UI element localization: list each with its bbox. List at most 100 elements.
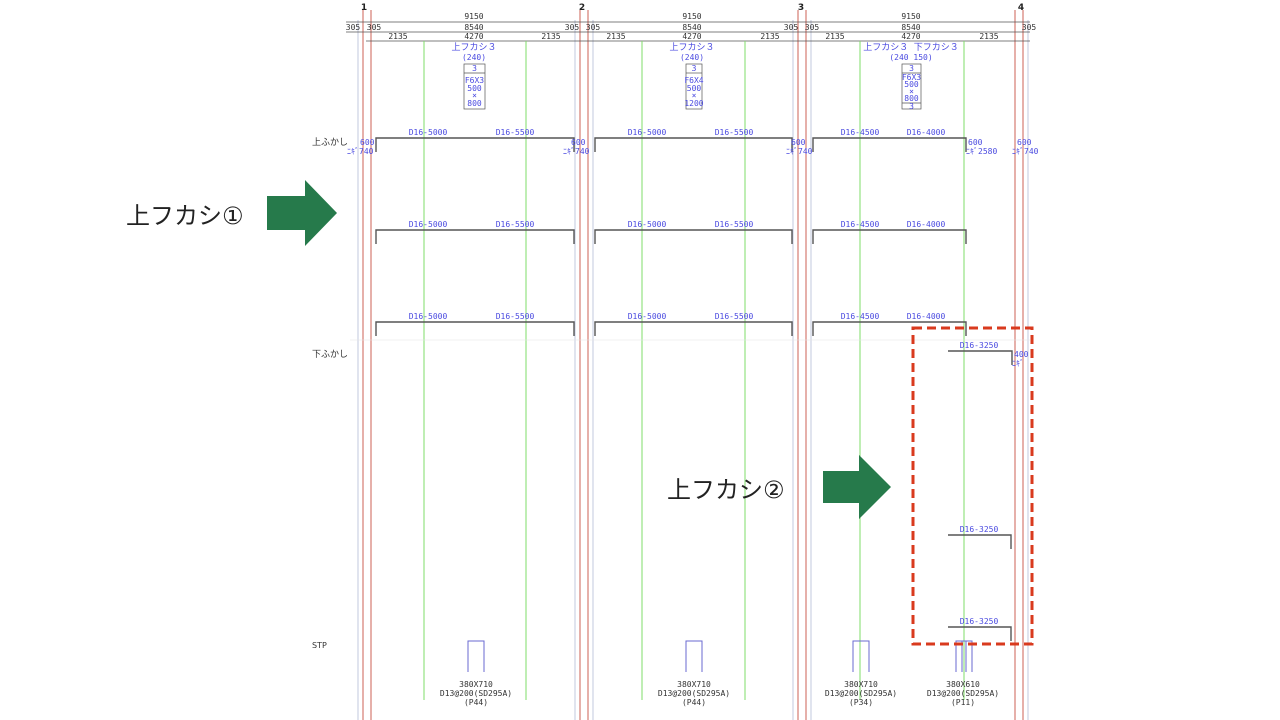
- row-label-lower: 下ふかし: [312, 349, 348, 360]
- section-text: F6X3: [902, 73, 921, 82]
- dim-offset: 305: [586, 23, 601, 32]
- section-box-3: 3 F6X3 500 × 800 3: [901, 63, 922, 111]
- dim-sub-left-3: 2135: [825, 32, 844, 41]
- dim-span-1: 9150: [464, 12, 483, 21]
- anchorage-label: ﾆｷﾞ740: [786, 147, 813, 156]
- upper-rebar-rows: [375, 137, 967, 336]
- anchorage-label: ﾆｷﾞ: [1012, 359, 1024, 368]
- stirrup-size: 380X710: [677, 680, 711, 689]
- grid-lines-faint: [357, 20, 1029, 720]
- dim-span-2: 9150: [682, 12, 701, 21]
- section-text: 800: [904, 94, 919, 103]
- anchorage-label: 600: [968, 138, 983, 147]
- stirrup-labels: 380X710 D13@200(SD295A) (P44) 380X710 D1…: [440, 680, 999, 707]
- section-box-2: 3 F6X4 500 × 1200: [684, 63, 704, 110]
- section-text: ×: [692, 91, 697, 100]
- lower-rebar-label: D16-3250: [960, 617, 999, 626]
- stirrup-ref: (P11): [951, 698, 975, 707]
- arrow-icon-2: [823, 455, 891, 519]
- arrow-icon-1: [267, 180, 337, 246]
- grid-number-2: 2: [579, 3, 585, 13]
- center-lines: [423, 41, 965, 700]
- dimension-lines: [346, 21, 1030, 42]
- section-text: 1200: [684, 99, 703, 108]
- rebar-label: D16-4500: [841, 312, 880, 321]
- dim-inner-2: 8540: [682, 23, 701, 32]
- beam-title-1: 上フカシ３: [451, 42, 496, 53]
- section-text: 3: [909, 102, 914, 111]
- section-text: 800: [467, 99, 482, 108]
- stirrup-spec: D13@200(SD295A): [440, 689, 512, 698]
- beam-title-sub-3: (240 150): [889, 53, 932, 62]
- stirrup-spec: D13@200(SD295A): [658, 689, 730, 698]
- dim-offset: 305: [346, 23, 361, 32]
- rebar-label: D16-5000: [409, 312, 448, 321]
- rebar-label: D16-4000: [907, 220, 946, 229]
- rebar-label: D16-4000: [907, 312, 946, 321]
- annotation-label-2: 上フカシ②: [667, 476, 785, 504]
- dim-sub-mid-1: 4270: [464, 32, 483, 41]
- section-text: 500: [687, 84, 702, 93]
- dim-span-3: 9150: [901, 12, 920, 21]
- grid-number-4: 4: [1018, 3, 1024, 13]
- grid-number-3: 3: [798, 3, 804, 13]
- rebar-label: D16-5500: [715, 128, 754, 137]
- anchorage-label: ﾆｷﾞ2580: [966, 147, 997, 156]
- dim-offset: 305: [367, 23, 382, 32]
- section-text: 3: [472, 64, 477, 73]
- highlight-box: [911, 326, 1034, 646]
- dim-offset: 305: [565, 23, 580, 32]
- anchorage-label: ﾆｷﾞ740: [347, 147, 374, 156]
- stirrup-ref: (P34): [849, 698, 873, 707]
- stirrup-spec: D13@200(SD295A): [927, 689, 999, 698]
- dim-inner-3: 8540: [901, 23, 920, 32]
- dim-sub-left-2: 2135: [606, 32, 625, 41]
- section-text: ×: [909, 87, 914, 96]
- lower-rebar-rows: [948, 350, 1013, 641]
- rebar-label: D16-5500: [715, 312, 754, 321]
- dim-sub-mid-2: 4270: [682, 32, 701, 41]
- anchorage-label: ﾆｷﾞ740: [1012, 147, 1039, 156]
- stirrup-size: 380X610: [946, 680, 980, 689]
- beam-title-sub-1: (240): [462, 53, 486, 62]
- rebar-label: D16-5000: [409, 220, 448, 229]
- dim-offset: 305: [784, 23, 799, 32]
- anchorage-label: ﾆｷﾞ740: [563, 147, 590, 156]
- rebar-label: D16-4500: [841, 128, 880, 137]
- dim-sub-right-3: 2135: [979, 32, 998, 41]
- beam-title-3: 上フカシ３ 下フカシ３: [863, 42, 958, 53]
- stirrup-shapes: [467, 640, 973, 672]
- rebar-label: D16-4500: [841, 220, 880, 229]
- upper-rebar-labels: D16-5000 D16-5500 D16-5000 D16-5500 D16-…: [409, 128, 946, 321]
- dim-inner-1: 8540: [464, 23, 483, 32]
- annotation-label-1: 上フカシ①: [126, 202, 244, 230]
- lower-rebar-label: D16-3250: [960, 341, 999, 350]
- anchorage-label: 600: [791, 138, 806, 147]
- dim-offset: 305: [805, 23, 820, 32]
- rebar-label: D16-5000: [628, 312, 667, 321]
- stirrup-size: 380X710: [459, 680, 493, 689]
- stirrup-size: 380X710: [844, 680, 878, 689]
- span-dimensions: 9150 8540 2135 4270 2135 9150 8540 2135 …: [346, 12, 1037, 41]
- dim-offset: 305: [1022, 23, 1037, 32]
- stirrup-ref: (P44): [464, 698, 488, 707]
- section-text: 3: [692, 64, 697, 73]
- rebar-label: D16-5500: [715, 220, 754, 229]
- anchorage-label: 600: [1017, 138, 1032, 147]
- rebar-label: D16-5000: [628, 220, 667, 229]
- section-text: ×: [472, 91, 477, 100]
- grid-number-1: 1: [361, 3, 367, 13]
- anchorage-label: 400: [1014, 350, 1029, 359]
- anchorage-label: 600: [571, 138, 586, 147]
- section-text: 500: [904, 80, 919, 89]
- rebar-label: D16-5000: [409, 128, 448, 137]
- dim-sub-mid-3: 4270: [901, 32, 920, 41]
- dim-sub-right-2: 2135: [760, 32, 779, 41]
- rebar-label: D16-5500: [496, 128, 535, 137]
- section-box-1: 3 F6X3 500 × 800: [463, 63, 486, 110]
- anchorage-labels: 600 ﾆｷﾞ740 600 ﾆｷﾞ740 600 ﾆｷﾞ740 600 ﾆｷﾞ…: [347, 138, 1039, 156]
- section-text: 3: [909, 64, 914, 73]
- lower-rebar-label: D16-3250: [960, 525, 999, 534]
- beam-title-sub-2: (240): [680, 53, 704, 62]
